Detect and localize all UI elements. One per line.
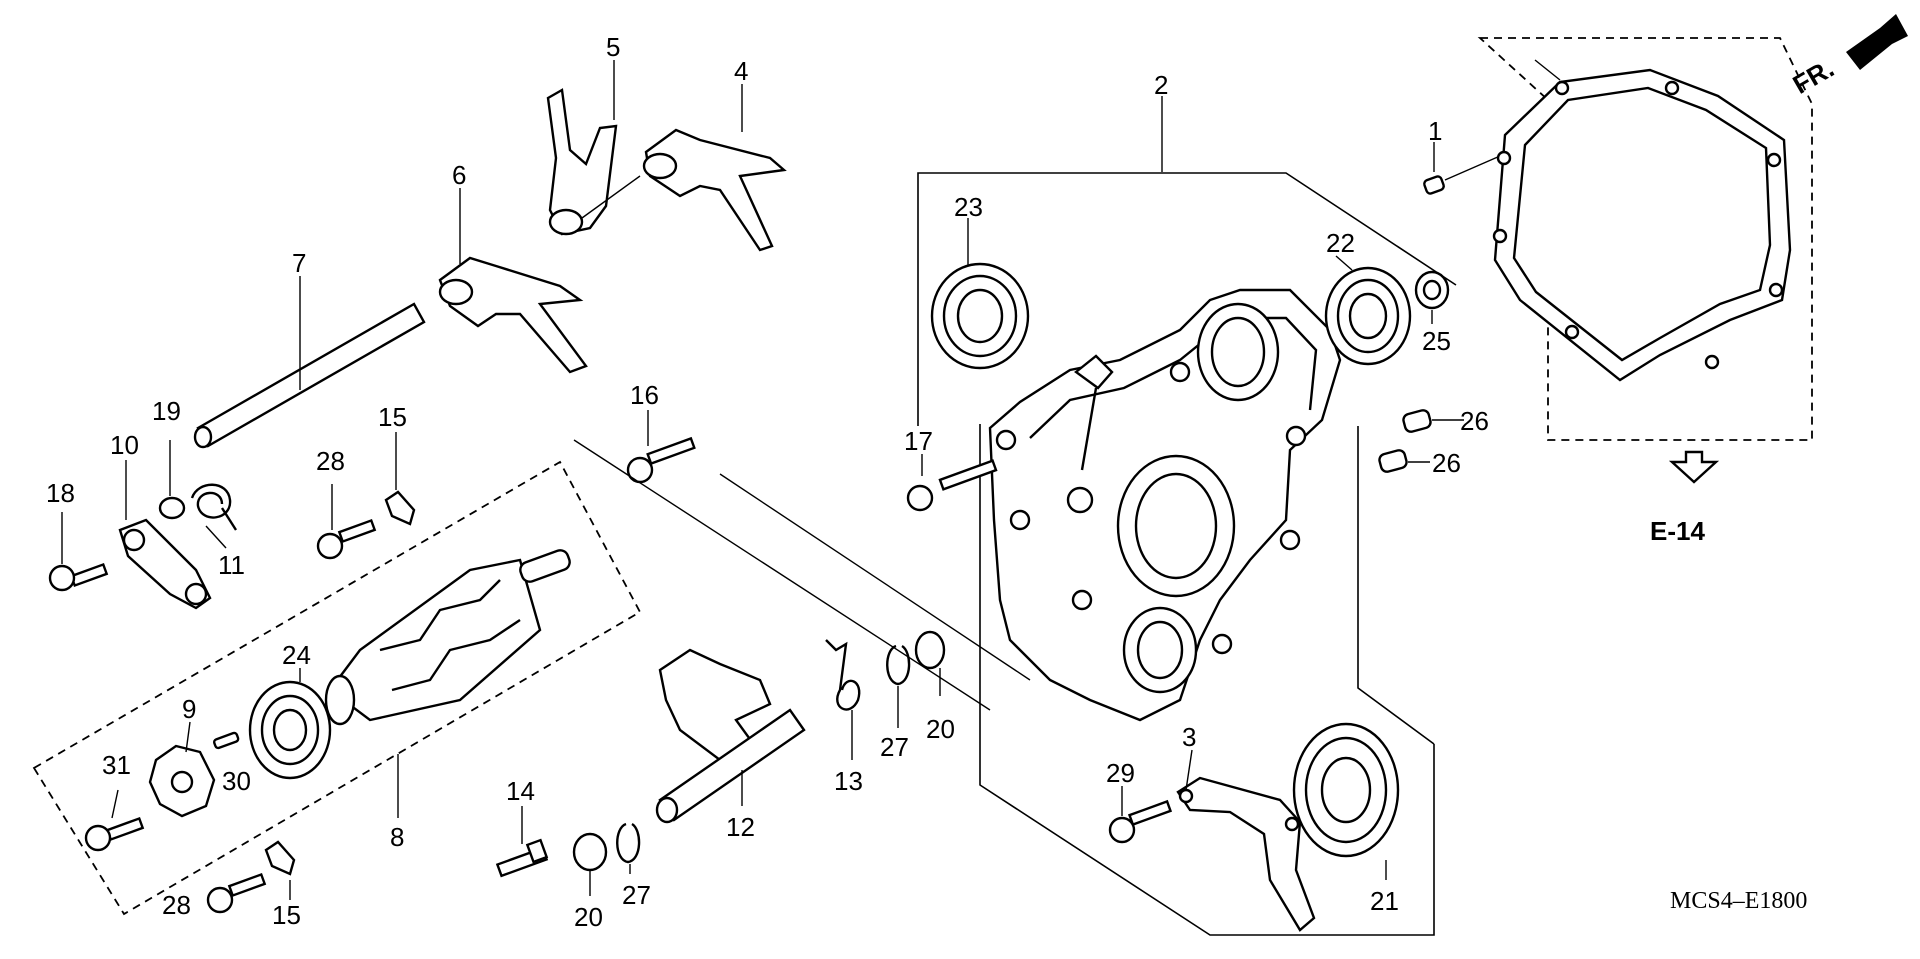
callout-20b: 20: [574, 902, 603, 932]
part-circlip-27b: [616, 822, 641, 864]
front-indicator-label: FR.: [1788, 53, 1839, 100]
callout-3: 3: [1182, 722, 1196, 752]
part-bolt-16: [626, 436, 696, 484]
callout-6: 6: [452, 160, 466, 190]
callout-labels: 1 2 3 4 5 6 7 8 9 10 11 12 13 14 15 15 1…: [46, 32, 1489, 932]
part-bearing-22: [1324, 266, 1412, 366]
callout-22: 22: [1326, 228, 1355, 258]
part-washer-19: [158, 496, 186, 520]
part-plate-15b: [264, 840, 296, 876]
callout-2: 2: [1154, 70, 1168, 100]
part-cover-gasket: [1492, 59, 1792, 382]
part-washer-20b: [572, 832, 608, 872]
housing-group-bracket-right: [1357, 426, 1435, 745]
callout-15a: 15: [378, 402, 407, 432]
part-shift-fork-6: [438, 256, 588, 374]
part-bearing-23: [930, 262, 1030, 370]
part-pin-30: [213, 731, 240, 750]
part-bolt-29: [1108, 799, 1173, 844]
part-stopper-arm-10: [118, 518, 212, 610]
callout-9: 9: [182, 694, 196, 724]
callout-26b: 26: [1432, 448, 1461, 478]
leader-lines: [61, 60, 1435, 900]
callout-8: 8: [390, 822, 404, 852]
part-bearing-21: [1292, 722, 1400, 858]
callout-17: 17: [904, 426, 933, 456]
callout-4: 4: [734, 56, 748, 86]
callout-29: 29: [1106, 758, 1135, 788]
callout-24: 24: [282, 640, 311, 670]
callout-1: 1: [1428, 116, 1442, 146]
part-bolt-31: [84, 816, 145, 852]
part-shift-fork-4: [642, 128, 787, 252]
part-shift-fork-shaft-7: [193, 302, 426, 449]
section-reference: E-14: [1650, 450, 1720, 546]
part-return-spring-13: [825, 639, 861, 711]
part-bolt-18: [48, 562, 109, 592]
gasket-group-outline: [1477, 37, 1813, 441]
front-direction-arrow: FR.: [1788, 14, 1908, 100]
part-bearing-24: [248, 680, 332, 780]
callout-14: 14: [506, 776, 535, 806]
part-bolt-28a: [316, 518, 377, 560]
housing-group-bracket-lower: [979, 424, 1435, 936]
shift-drum-group-outline: [32, 460, 642, 916]
part-dowel-pin-26a: [1402, 409, 1464, 433]
callout-13: 13: [834, 766, 863, 796]
part-gearshift-spindle-12: [655, 648, 806, 824]
callout-18: 18: [46, 478, 75, 508]
housing-group-bracket: [917, 172, 1457, 426]
part-shift-fork-5: [546, 88, 618, 236]
section-reference-label: E-14: [1650, 516, 1705, 546]
callout-30: 30: [222, 766, 251, 796]
callout-31: 31: [102, 750, 131, 780]
part-bolt-17: [906, 459, 998, 512]
callout-16: 16: [630, 380, 659, 410]
part-bolt-28b: [206, 872, 267, 914]
callout-27b: 27: [622, 880, 651, 910]
callout-7: 7: [292, 248, 306, 278]
callout-5: 5: [606, 32, 620, 62]
part-plate-15a: [384, 490, 416, 526]
part-stud-14: [495, 838, 549, 878]
part-dowel-pin-1: [1423, 155, 1501, 195]
part-needle-bearing-25: [1414, 270, 1450, 310]
part-dowel-pin-26b: [1378, 449, 1430, 473]
part-spring-11: [190, 483, 238, 531]
callout-23: 23: [954, 192, 983, 222]
part-plate-3: [1176, 776, 1316, 932]
callout-28a: 28: [316, 446, 345, 476]
part-drum-center-9: [148, 744, 216, 818]
callout-11: 11: [218, 550, 245, 580]
callout-21: 21: [1370, 886, 1399, 916]
callout-27a: 27: [880, 732, 909, 762]
callout-20a: 20: [926, 714, 955, 744]
part-shift-housing: [988, 288, 1342, 722]
callout-19: 19: [152, 396, 181, 426]
callout-12: 12: [726, 812, 755, 842]
diagram-code: MCS4–E1800: [1670, 888, 1807, 914]
callout-15b: 15: [272, 900, 301, 930]
part-shift-drum-8: [324, 549, 571, 726]
callout-10: 10: [110, 430, 139, 460]
callout-25: 25: [1422, 326, 1451, 356]
callout-26a: 26: [1460, 406, 1489, 436]
callout-28b: 28: [162, 890, 191, 920]
down-arrow-icon: [1668, 450, 1720, 484]
part-washer-20a: [914, 630, 946, 670]
part-circlip-27a: [886, 644, 911, 686]
